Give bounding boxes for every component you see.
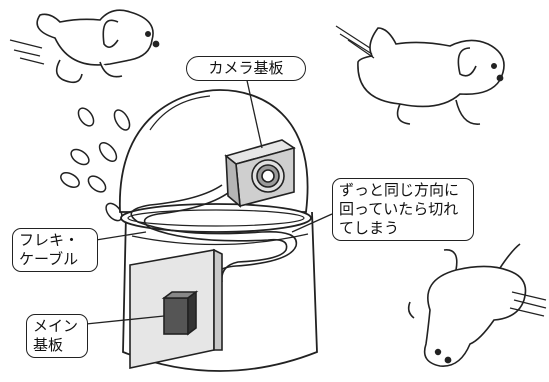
- motion-lines-icon: [335, 25, 375, 59]
- leader-lines: [85, 75, 333, 325]
- motion-lines-icon: [509, 291, 547, 317]
- warning-label-line3: てしまう: [339, 219, 400, 237]
- flex-cable-label-line1: フレキ・: [19, 231, 80, 249]
- warning-label: ずっと同じ方向に 回っていたら切れ てしまう: [332, 178, 474, 241]
- flex-cable-label-line2: ケーブル: [19, 250, 79, 268]
- puppy-icon: [357, 27, 505, 125]
- main-board: [129, 248, 223, 369]
- camera-board-label-text: カメラ基板: [208, 59, 284, 77]
- sweat-drops-icon: [60, 107, 131, 222]
- main-board-label: メイン 基板: [26, 314, 88, 358]
- puppy-icon: [407, 243, 527, 367]
- puppy-icon: [36, 9, 160, 84]
- warning-label-line2: 回っていたら切れ: [339, 200, 459, 218]
- camera-board: [224, 139, 296, 208]
- flex-cable-label: フレキ・ ケーブル: [12, 228, 98, 272]
- motion-lines-icon: [9, 39, 45, 65]
- main-board-label-line1: メイン: [33, 317, 79, 335]
- warning-label-line1: ずっと同じ方向に: [339, 181, 460, 199]
- main-chip: [163, 297, 189, 335]
- main-board-label-line2: 基板: [33, 336, 64, 354]
- camera-board-label: カメラ基板: [186, 56, 306, 81]
